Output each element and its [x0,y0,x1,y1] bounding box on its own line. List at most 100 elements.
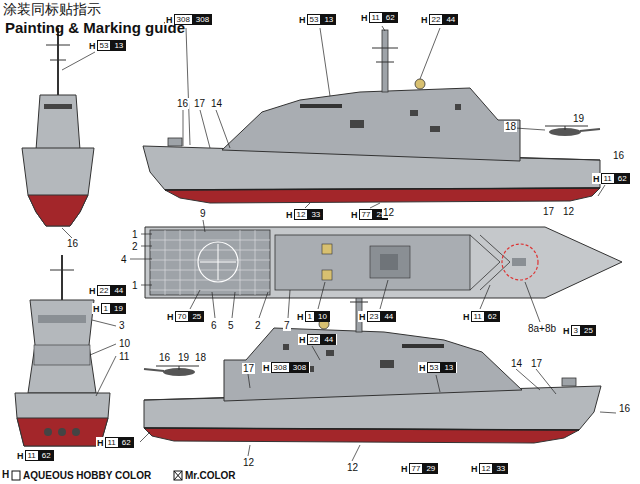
paint-prefix: H [286,210,293,220]
ship-part [195,230,196,295]
aqueous-code: 1 [101,303,111,314]
ship-part [44,428,52,436]
mr-color-code: 33 [493,463,508,474]
title: 涂装同标贴指示 [3,1,101,19]
ship-part [57,28,59,95]
mr-color-code: 33 [308,209,323,220]
ship-part [44,104,72,109]
mr-color-code: 29 [423,463,438,474]
ship-part [305,203,310,208]
ship-part [50,60,66,61]
ship-part [480,285,490,309]
paint-callout: H7025 [166,311,205,322]
ship-part [536,369,556,394]
paint-prefix: H [419,363,426,373]
ship-part [516,369,540,390]
ship-part [380,254,398,270]
callout-number: 9 [199,208,207,219]
ship-part [203,220,205,232]
ship-part [150,290,270,291]
mr-color-code: 44 [111,285,126,296]
legend-samples [12,471,182,480]
aqueous-code: 11 [369,12,383,23]
legend-text: Mr.COLOR [185,470,236,481]
callout-number: 19 [177,352,190,363]
paint-prefix: H [361,13,368,23]
ship-part [288,290,290,318]
legend-prefix: H [2,469,9,480]
ship-part [502,244,538,280]
callout-number: 16 [158,352,171,363]
ship-part [212,292,215,318]
mr-color-code: 62 [383,12,398,23]
paint-prefix: H [89,286,96,296]
callout-number: 16 [612,150,625,161]
ship-part [598,185,605,196]
ship-part [145,227,622,298]
callout-number: 10 [118,338,131,349]
ship-part [600,412,616,413]
paint-prefix: H [359,312,366,322]
paint-prefix: H [93,304,100,314]
paint-callout: H2244 [88,285,127,296]
callout-number: 17 [193,98,206,109]
ship-part [259,292,268,318]
callout-number: 16 [176,98,189,109]
ship-part [174,471,182,480]
ship-part [216,110,230,148]
ship-part [183,110,184,146]
callout-number: 4 [120,254,128,265]
paint-callout: H119 [92,303,127,314]
paint-callout: H2244 [420,14,459,25]
callout-number: 11 [118,351,130,362]
legend-text: AQUEOUS HOBBY COLOR [23,470,151,481]
mr-color-code: 44 [321,334,336,345]
paint-callout: H1233 [470,463,509,474]
ship-part [248,374,250,388]
ship-part [322,270,332,280]
ship-part [382,26,385,31]
aqueous-code: 11 [25,450,39,461]
paint-callout: H5313 [298,14,337,25]
ship-part [200,110,210,148]
ship-part [46,45,70,46]
aqueous-code: 53 [97,40,112,51]
ship-part [200,262,236,263]
subtitle: Painting & Marking guide [5,19,185,36]
leader-lines [62,26,616,461]
mr-color-code: 308 [193,14,212,25]
mr-color-code: 62 [39,450,54,461]
ship-part [190,290,200,309]
paint-prefix: H [166,15,173,25]
ship-part [318,282,325,309]
paint-prefix: H [421,15,428,25]
ship-part [370,246,410,278]
ship-part [12,471,20,480]
callout-number: 18 [194,352,207,363]
paint-prefix: H [299,335,306,345]
ship-part [58,428,66,436]
aqueous-code: 53 [427,362,442,373]
callout-number: 7 [283,320,291,331]
bow-view [22,28,94,226]
ship-part [322,244,332,254]
ship-part [352,445,360,461]
mr-color-code: 308 [290,362,309,373]
ship-part [38,315,86,323]
callout-number: 5 [227,320,235,331]
aqueous-code: 70 [175,311,190,322]
stern-view [15,255,110,446]
ship-part [141,234,152,235]
ship-part [34,345,90,365]
paint-prefix: H [263,363,270,373]
ship-part [150,270,270,271]
paint-callout: H2344 [358,311,397,322]
callout-number: 14 [210,98,223,109]
ship-part [150,230,270,295]
callout-number: 12 [562,206,575,217]
paint-callout: H1162 [462,311,501,322]
paint-callout: H325 [562,325,597,336]
callout-number: 14 [510,358,523,369]
ship-part [28,300,96,393]
aqueous-code: 77 [409,463,424,474]
